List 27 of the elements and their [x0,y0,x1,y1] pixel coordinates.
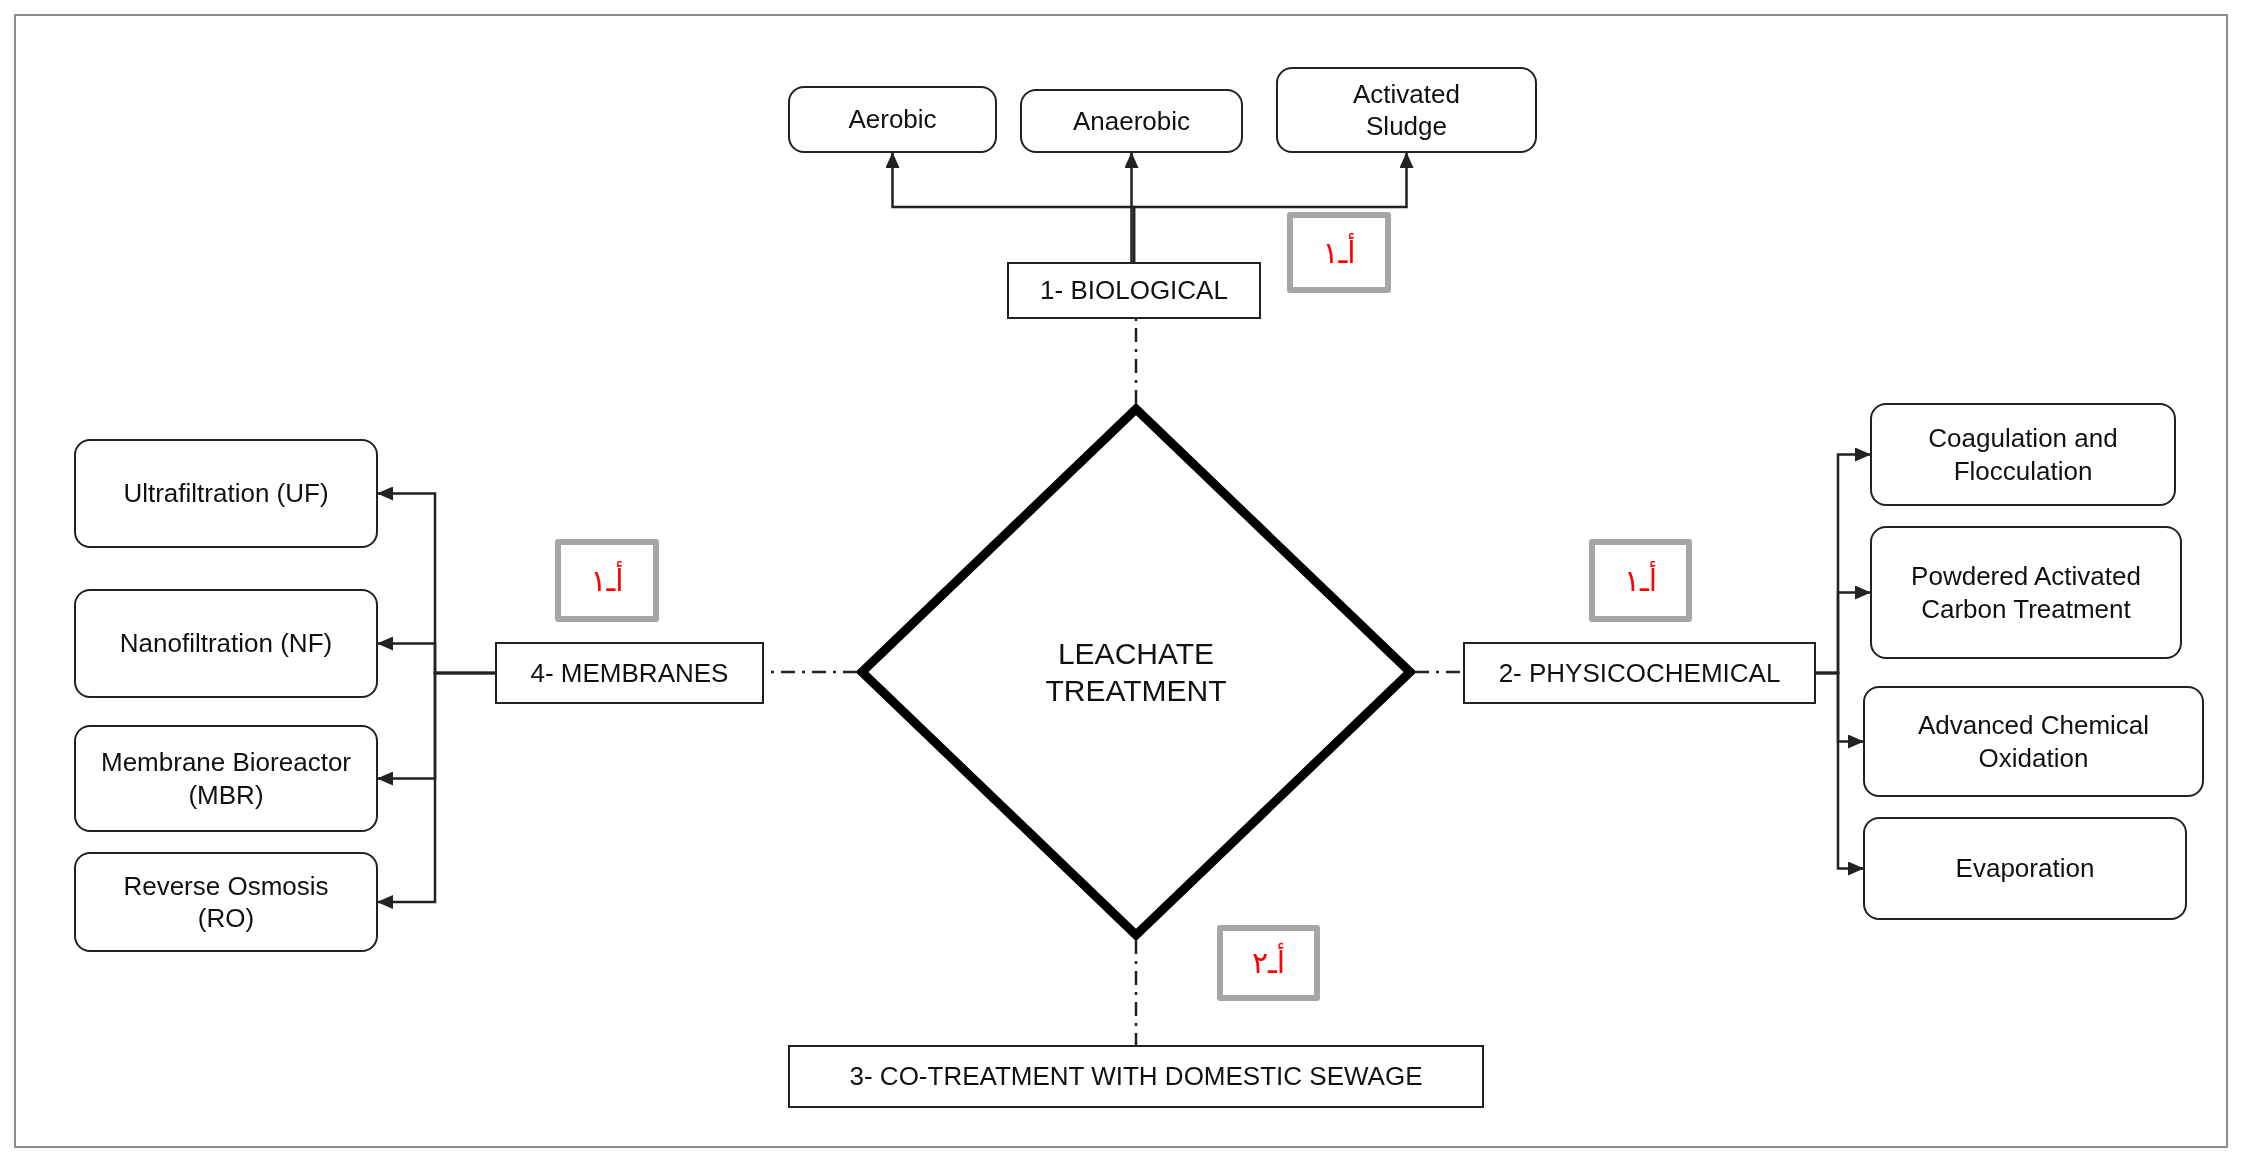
category-box: 1- BIOLOGICAL [1007,262,1261,319]
method-box: Nanofiltration (NF) [74,589,378,698]
arrow [1124,152,1139,262]
category-box: 4- MEMBRANES [495,642,764,704]
diamond-label: LEACHATE TREATMENT [1044,635,1228,709]
figure-tag: أـ٢ [1217,925,1320,1001]
method-box: Powdered Activated Carbon Treatment [1870,526,2182,659]
category-box: 2- PHYSICOCHEMICAL [1463,642,1816,704]
method-box: Ultrafiltration (UF) [74,439,378,548]
method-box: Reverse Osmosis (RO) [74,852,378,952]
method-box: Coagulation and Flocculation [1870,403,2176,506]
connector-line [1415,670,1463,674]
figure-tag: أـ١ [1589,539,1692,622]
arrow [1132,152,1414,262]
figure-tag: أـ١ [1287,212,1391,293]
category-box: 3- CO-TREATMENT WITH DOMESTIC SEWAGE [788,1045,1484,1108]
figure-tag: أـ١ [555,539,659,622]
method-box: Evaporation [1863,817,2187,920]
method-box: Anaerobic [1020,89,1243,153]
method-box: Advanced Chemical Oxidation [1863,686,2204,797]
connector-line [1134,319,1138,404]
method-box: Membrane Bioreactor (MBR) [74,725,378,832]
method-box: Aerobic [788,86,997,153]
connector-line [1134,940,1138,1045]
arrow [377,671,495,909]
method-box: Activated Sludge [1276,67,1537,153]
arrow [1816,671,1864,876]
